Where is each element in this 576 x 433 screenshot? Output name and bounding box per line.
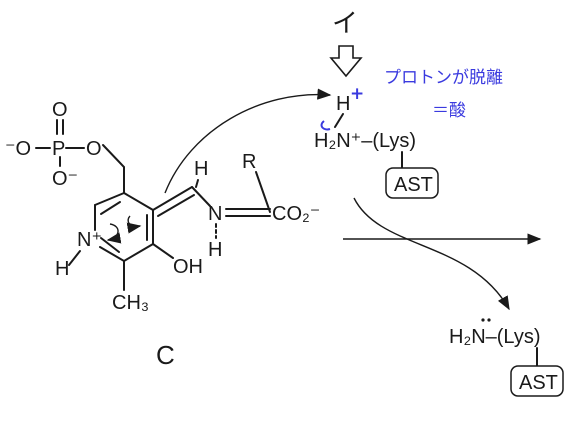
hydroxyl-group: OH — [173, 256, 203, 278]
phosphate-o-double: O — [52, 99, 68, 121]
ring-nh-hydrogen: H — [55, 258, 69, 280]
lysine-amine-bottom: H₂N–(Lys) — [449, 326, 540, 348]
n-h-bond — [68, 250, 81, 266]
acid-note: ＝酸 — [432, 101, 466, 121]
methyl-group: CH₃ — [112, 292, 149, 314]
ring-double-bond-bottom — [100, 237, 120, 253]
electron-push-arrow-ring — [126, 215, 142, 234]
lysine-ammonium-top: H₂N⁺–(Lys) — [314, 130, 416, 152]
lone-pair-dot — [487, 318, 491, 322]
branch-arrow — [353, 197, 510, 311]
plus-mark: + — [350, 84, 364, 104]
ast-enzyme-box-top — [385, 167, 439, 199]
phosphate-o-minus-bottom: O⁻ — [52, 168, 78, 190]
compound-label: C — [156, 340, 175, 370]
ast-bottom-label: AST — [519, 372, 558, 394]
ring-oh-bond — [152, 243, 174, 259]
proton-leaving-note: プロトンが脱離 — [384, 68, 503, 88]
ring-nitrogen: N⁺ — [77, 229, 102, 251]
imine-nitrogen: N — [208, 203, 222, 225]
c-h-bond — [195, 179, 199, 188]
ring-right-bonds — [99, 192, 154, 263]
c-n-bond — [191, 186, 211, 207]
ring-double-bond-top — [100, 201, 121, 215]
lone-pair-dot — [481, 318, 485, 322]
top-label: イ — [332, 8, 358, 38]
ast-top-label: AST — [394, 174, 433, 196]
ch2-link — [102, 144, 125, 194]
exocyclic-c-bond — [152, 186, 193, 211]
phosphate-o-ester: O — [86, 138, 102, 160]
r-group: R — [242, 151, 256, 173]
proton-h: H — [336, 93, 350, 115]
phosphorus: P — [52, 138, 65, 160]
exocyclic-double-bond — [157, 194, 195, 217]
ast-enzyme-box-bottom — [510, 365, 564, 397]
hollow-down-arrow-icon — [329, 45, 363, 78]
blue-curl-mark — [320, 120, 331, 131]
electron-push-arrow-to-proton — [164, 88, 332, 194]
electron-push-arrow-nitrogen — [106, 223, 122, 244]
carboxylate-group: CO₂⁻ — [272, 203, 320, 225]
phosphate-o-minus-left: ⁻O — [5, 138, 31, 160]
ring-top-left-bond — [94, 192, 125, 206]
c-r-bond — [255, 171, 271, 213]
imine-nh-hydrogen: H — [208, 239, 222, 261]
h-n-bond — [334, 113, 344, 128]
imine-ch-hydrogen: H — [194, 158, 208, 180]
